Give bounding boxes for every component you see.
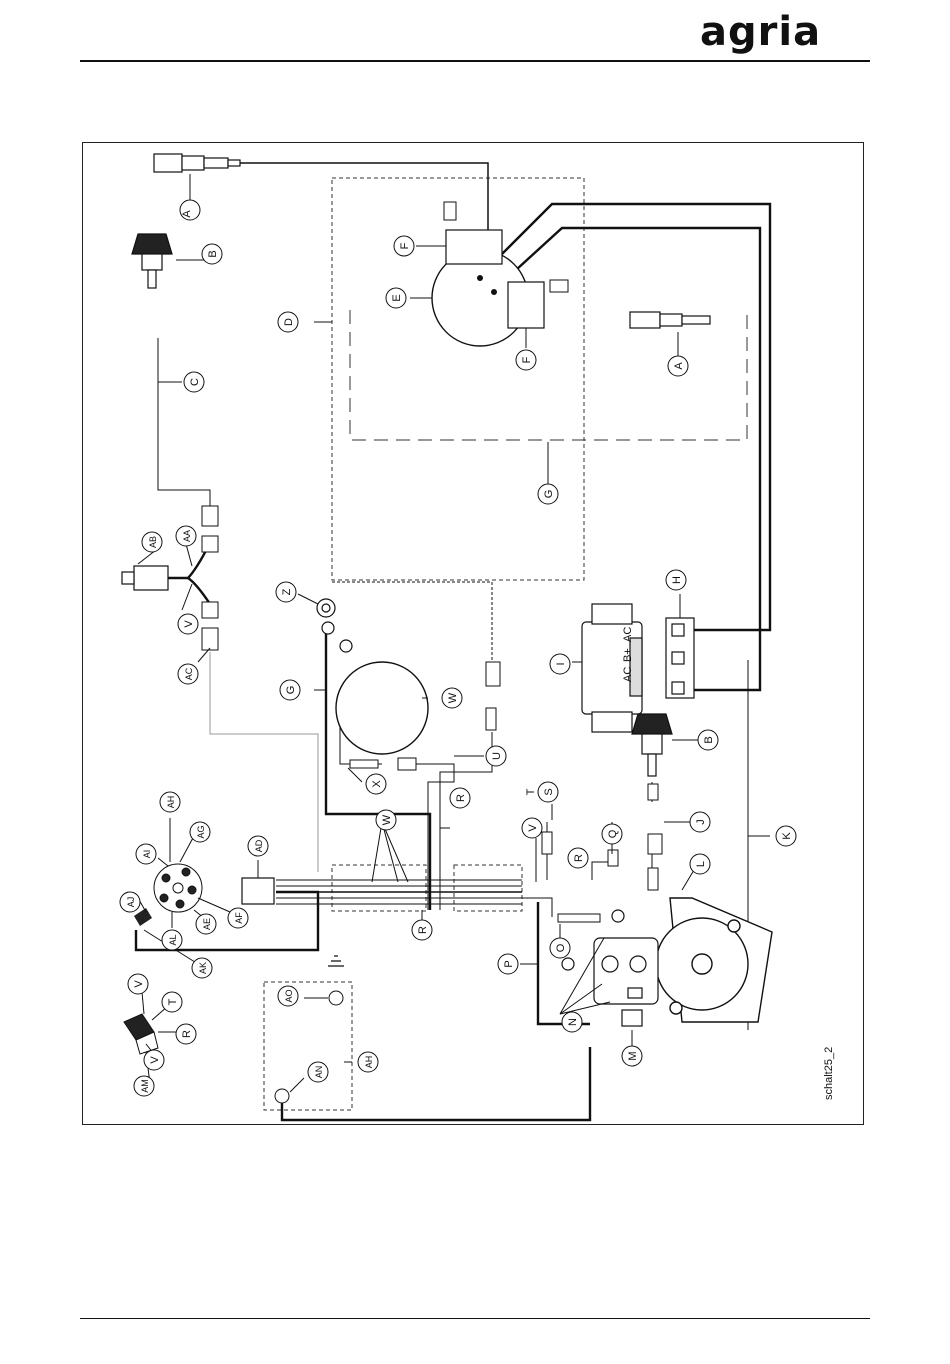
callout-L: L xyxy=(695,861,707,867)
wiring-diagram: AC B+ AC xyxy=(82,142,864,1125)
callout-X: X xyxy=(371,780,383,788)
oil-pressure-switch-top xyxy=(132,234,172,288)
callout-T2: T xyxy=(525,788,537,795)
callout-R1: R xyxy=(573,854,585,862)
callout-D: D xyxy=(283,318,295,326)
ignition-coil-1 xyxy=(446,230,502,264)
callout-C: C xyxy=(189,378,201,386)
wire-R-gen xyxy=(440,732,492,910)
callout-AA: AA xyxy=(182,530,192,542)
figure-code: schalt25_2 xyxy=(823,1047,835,1100)
header-rule xyxy=(80,60,870,62)
key-AK xyxy=(134,908,152,926)
ignition-coil-2 xyxy=(508,282,544,328)
callout-S: S xyxy=(543,788,555,795)
callout-F1: F xyxy=(399,242,411,249)
callout-A2: A xyxy=(673,362,685,370)
ignition-module-boundary xyxy=(350,310,747,440)
callout-R2: R xyxy=(455,794,467,802)
spark-plug-top xyxy=(154,154,240,172)
callout-I: I xyxy=(555,662,567,665)
lamp-AN xyxy=(275,1089,289,1103)
callout-B1: B xyxy=(207,250,219,257)
callout-AC: AC xyxy=(184,667,194,680)
callout-M: M xyxy=(627,1051,639,1060)
reg-terminal-3: AC xyxy=(622,667,634,682)
callout-O: O xyxy=(555,943,567,952)
reg-terminal-2: B+ xyxy=(622,648,634,662)
callout-P: P xyxy=(503,960,515,967)
wire-D xyxy=(332,582,492,662)
lamp-AO xyxy=(329,991,343,1005)
reg-terminal-1: AC xyxy=(622,627,634,642)
callout-V2: V xyxy=(183,620,195,628)
callout-AI: AI xyxy=(142,850,152,859)
fuse-O xyxy=(558,914,600,922)
callout-R4: R xyxy=(181,1030,193,1038)
callout-R3: R xyxy=(417,926,429,934)
callout-AO: AO xyxy=(284,989,294,1002)
callout-AE: AE xyxy=(202,918,212,930)
callout-V1: V xyxy=(527,824,539,832)
wire-C xyxy=(158,338,210,506)
connector-X xyxy=(350,760,378,768)
callout-U: U xyxy=(491,752,503,760)
callout-V3: V xyxy=(133,980,145,988)
callout-G2: G xyxy=(285,686,297,695)
callout-W2: W xyxy=(447,692,459,703)
callout-AF: AG xyxy=(196,825,206,838)
callout-H: H xyxy=(671,576,683,584)
callout-N: N xyxy=(567,1018,579,1026)
wire-V-sender xyxy=(188,578,210,604)
ignition-switch xyxy=(154,864,202,912)
connector-U xyxy=(486,662,500,686)
wire-X xyxy=(400,764,454,910)
terminal-block xyxy=(666,618,694,698)
callout-AH2: AH xyxy=(364,1056,374,1069)
wire-AH xyxy=(282,1047,590,1120)
ground-symbol-AO xyxy=(328,956,344,966)
callout-J: J xyxy=(695,819,707,825)
callout-F2: F xyxy=(521,356,533,363)
toggle-switch xyxy=(124,1014,158,1054)
callout-G1: G xyxy=(543,490,555,499)
callout-V4: V xyxy=(149,1056,161,1064)
callout-AM: AM xyxy=(140,1079,150,1093)
callout-E: E xyxy=(391,294,403,301)
ground-terminal xyxy=(317,599,335,634)
oil-level-sender xyxy=(122,566,168,590)
callout-Q: Q xyxy=(607,829,619,838)
generator xyxy=(336,662,428,754)
callout-AJ: AJ xyxy=(126,897,136,908)
callout-T1: T xyxy=(167,998,179,1005)
callout-W1: W xyxy=(381,814,393,825)
callout-AK: AK xyxy=(198,962,208,974)
connectors-AA xyxy=(202,506,218,650)
callout-K: K xyxy=(781,832,793,840)
callout-AN: AN xyxy=(314,1066,324,1079)
spark-plug-right xyxy=(630,312,710,328)
callout-Z: Z xyxy=(281,588,293,595)
callout-AB: AB xyxy=(148,536,158,548)
hv-lead-top xyxy=(232,163,488,236)
oil-pressure-switch-right xyxy=(632,714,672,776)
footer-rule xyxy=(80,1318,870,1319)
agria-logo: agria xyxy=(700,10,872,54)
callout-AD: AD xyxy=(254,839,264,852)
callout-AL: AL xyxy=(168,934,178,945)
starter-motor xyxy=(656,898,772,1022)
callout-AG: AF xyxy=(234,912,244,924)
magneto-lead-1 xyxy=(480,204,770,630)
callout-AH1: AH xyxy=(166,796,176,809)
harness-plug-AD xyxy=(242,878,274,904)
callout-B2: B xyxy=(703,736,715,743)
starter-solenoid xyxy=(562,910,658,1026)
callout-A1: A xyxy=(181,210,193,218)
